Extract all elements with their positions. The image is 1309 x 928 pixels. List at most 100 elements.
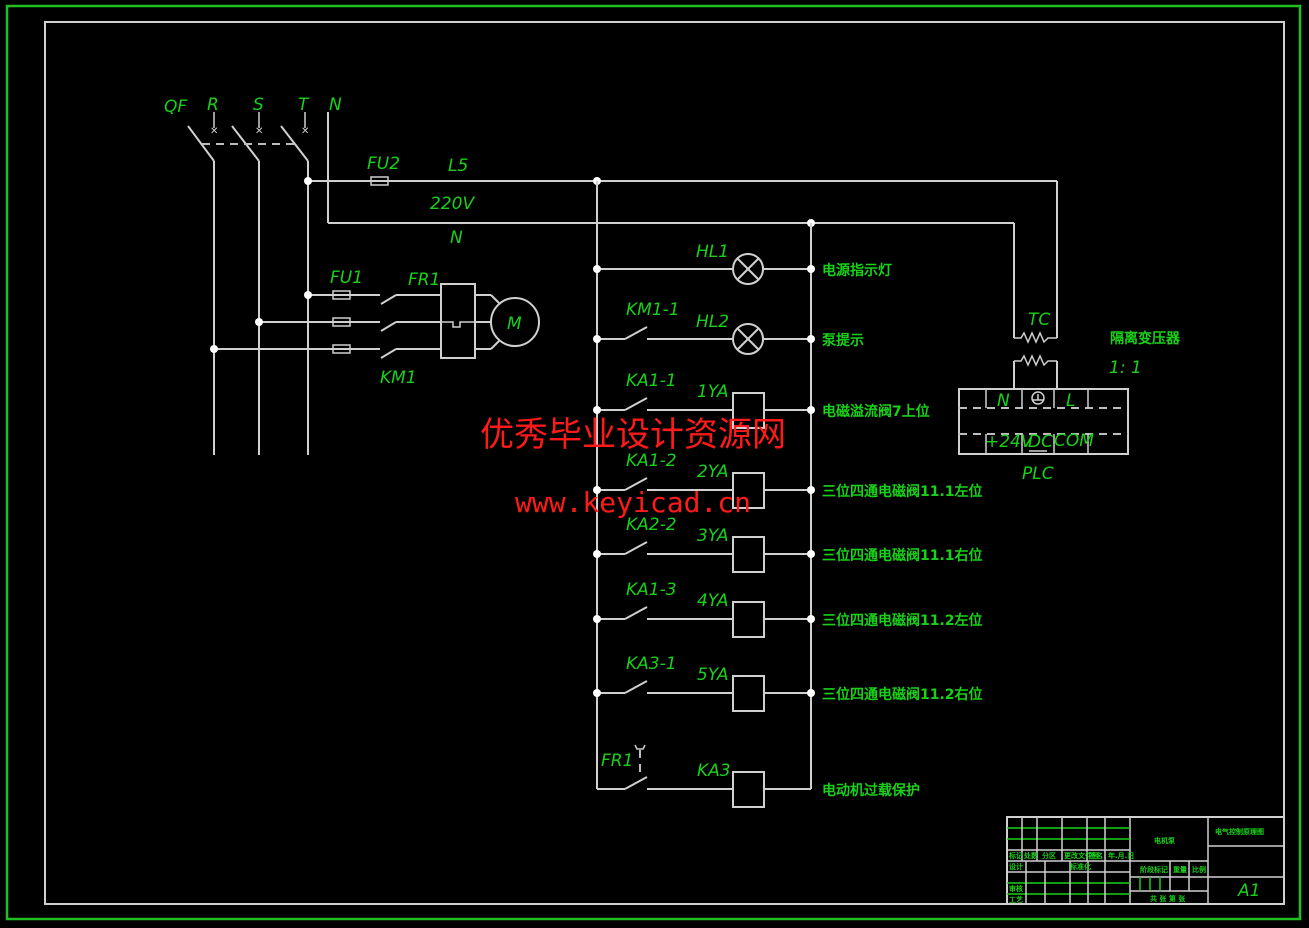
- tb-review: 审核: [1009, 884, 1023, 893]
- label-qf: QF: [164, 97, 187, 117]
- rung-description: 三位四通电磁阀11.2右位: [822, 686, 983, 703]
- label-phase-n: N: [329, 95, 342, 115]
- device-label: KA3: [697, 761, 731, 781]
- plc-terminal-n: N: [997, 391, 1010, 411]
- fuse-fu1-icon: [332, 290, 351, 300]
- coil-icon: [732, 771, 765, 808]
- tb-stage-mark: 阶段标记: [1140, 865, 1168, 874]
- tb-sheet-code: A1: [1237, 881, 1260, 901]
- rung-1ya: KA1-1 1YA 电磁溢流阀7上位: [593, 371, 930, 429]
- motor-icon: [490, 297, 540, 347]
- rung-description: 三位四通电磁阀11.1右位: [822, 547, 983, 564]
- transformer-ratio: 1: 1: [1109, 358, 1142, 378]
- ground-icon: [1031, 391, 1045, 405]
- motor-circuit: [210, 283, 540, 359]
- label-plc: PLC: [1022, 464, 1054, 484]
- tb-design: 设计: [1009, 862, 1023, 871]
- label-fr1: FR1: [408, 270, 440, 290]
- contact-icon: [624, 776, 648, 790]
- inner-frame: [44, 21, 1285, 905]
- label-220v: 220V: [430, 194, 475, 214]
- main-breaker-qf: ✕ ✕ ✕: [187, 112, 329, 455]
- contact-icon: [624, 541, 648, 555]
- contact-label: KA1-1: [626, 371, 677, 391]
- device-label: HL2: [696, 312, 729, 332]
- label-fu1: FU1: [330, 268, 363, 288]
- plc-terminal-com: COM: [1054, 431, 1094, 451]
- contact-label: KA3-1: [626, 654, 677, 674]
- label-phase-t: T: [298, 95, 310, 115]
- watermark-title: 优秀毕业设计资源网: [480, 415, 786, 455]
- tb-weight: 重量: [1173, 865, 1187, 874]
- coil-icon: [732, 536, 765, 573]
- svg-text:✕: ✕: [255, 126, 263, 137]
- control-supply-wiring: [304, 176, 1058, 338]
- tb-header: 年.月.日: [1108, 851, 1134, 860]
- contact-icon: [624, 606, 648, 620]
- title-block: [1006, 816, 1285, 905]
- rung-description: 电动机过载保护: [822, 782, 920, 799]
- rung-5ya: KA3-1 5YA 三位四通电磁阀11.2右位: [593, 654, 983, 712]
- label-km1: KM1: [380, 368, 417, 388]
- contact-label: KA1-2: [626, 451, 677, 471]
- tb-material: 电机泵: [1154, 836, 1175, 845]
- device-label: 2YA: [697, 462, 729, 482]
- ladder-rails: [596, 181, 812, 789]
- svg-text:✕: ✕: [301, 126, 309, 137]
- device-label: HL1: [696, 242, 729, 262]
- tb-header: 处数: [1023, 851, 1039, 860]
- device-label: 4YA: [697, 591, 729, 611]
- rung-hl1: HL1 电源指示灯: [593, 242, 892, 285]
- device-label: 1YA: [697, 382, 729, 402]
- contact-label: KM1-1: [626, 300, 680, 320]
- contact-icon: [624, 326, 648, 340]
- tb-scale: 比例: [1192, 865, 1206, 874]
- contact-icon: [624, 477, 648, 491]
- tb-standardization: 标准化: [1069, 862, 1091, 871]
- contact-icon: [624, 680, 648, 694]
- tb-header: 更改文件号: [1064, 851, 1099, 860]
- label-tc: TC: [1028, 310, 1050, 330]
- device-label: 3YA: [697, 526, 729, 546]
- coil-icon: [732, 675, 765, 712]
- title-block-headers: 标记处数分区更改文件号签名年.月.日: [1008, 851, 1134, 860]
- svg-text:✕: ✕: [210, 126, 218, 137]
- label-phase-r: R: [207, 95, 219, 115]
- tb-header: 分区: [1042, 851, 1056, 860]
- coil-icon: [732, 601, 765, 638]
- plc-terminal-24v: +24V: [985, 432, 1034, 452]
- watermark-url: www.keyicad.cn: [515, 486, 751, 519]
- contact-label: KA1-3: [626, 580, 677, 600]
- contact-icon: [624, 397, 648, 411]
- tb-header: 标记: [1008, 851, 1023, 860]
- thermal-relay-icon: [440, 283, 476, 359]
- label-l5: L5: [448, 156, 468, 176]
- transformer-name: 隔离变压器: [1110, 330, 1181, 347]
- device-label: 5YA: [697, 665, 729, 685]
- rung-2ya: KA1-2 2YA 三位四通电磁阀11.1左位: [593, 451, 983, 509]
- rung-description: 泵提示: [822, 333, 864, 349]
- plc-terminal-l: L: [1066, 391, 1075, 411]
- rung-description: 三位四通电磁阀11.1左位: [822, 483, 983, 500]
- label-neutral: N: [450, 228, 463, 248]
- fuse-fu2-icon: [370, 176, 389, 186]
- rung-description: 电源指示灯: [822, 262, 892, 279]
- outer-frame: [5, 4, 1302, 921]
- label-phase-s: S: [253, 95, 264, 115]
- contact-label: KA2-2: [626, 515, 677, 535]
- tb-header: 签名: [1088, 851, 1103, 860]
- tb-drawing-name: 电气控制原理图: [1215, 827, 1264, 836]
- plc-block: [958, 388, 1129, 455]
- rung-description: 电磁溢流阀7上位: [822, 403, 930, 420]
- plc-terminal-dc: DC: [1028, 432, 1053, 452]
- isolation-transformer: [1013, 331, 1058, 389]
- label-fu2: FU2: [367, 154, 400, 174]
- tb-process: 工艺: [1009, 895, 1023, 904]
- tb-sheets: 共 张 第 张: [1150, 894, 1186, 903]
- contact-label: FR1: [601, 751, 633, 771]
